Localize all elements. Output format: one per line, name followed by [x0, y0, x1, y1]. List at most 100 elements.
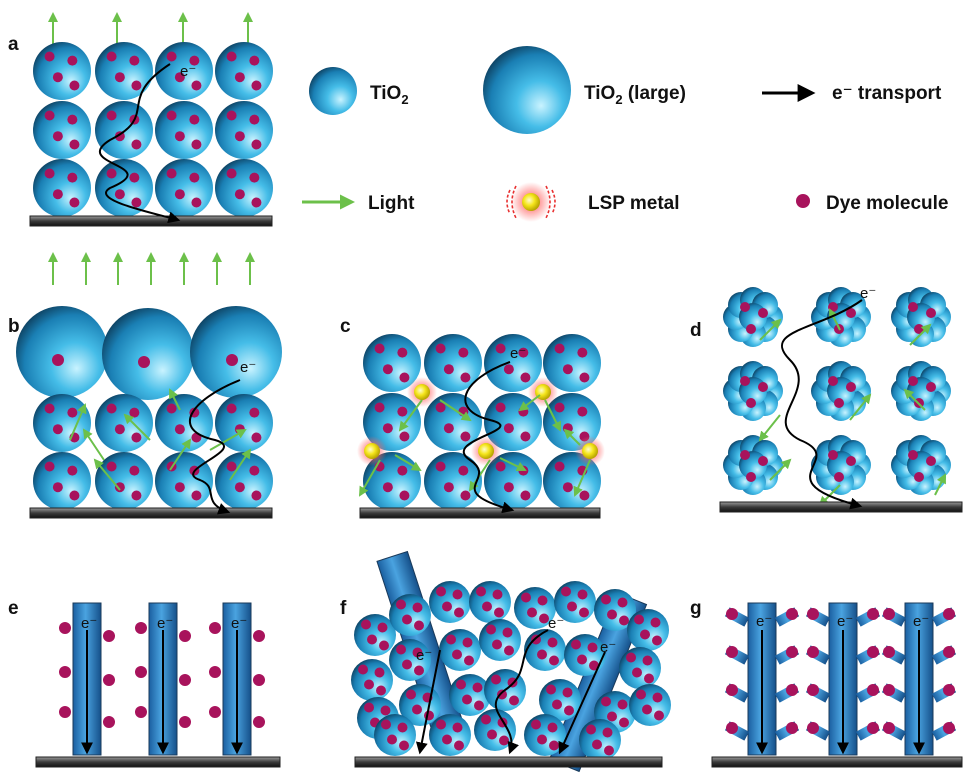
dye-molecule: [458, 347, 469, 358]
light-arrow: [359, 459, 381, 497]
dye-molecule: [828, 450, 838, 460]
dye-molecule: [234, 189, 245, 200]
dye-molecule: [564, 705, 574, 716]
dye-molecule: [106, 403, 117, 414]
dye-molecule: [577, 406, 588, 417]
dye-molecule: [644, 673, 654, 684]
dye-molecule: [253, 674, 265, 686]
light-arrow: [829, 308, 841, 331]
dye-molecule: [726, 608, 738, 620]
dye-molecule: [537, 595, 548, 606]
dye-molecule: [482, 601, 492, 612]
dye-molecule: [520, 431, 531, 442]
dye-molecule: [174, 482, 185, 493]
tio2-sphere: [33, 159, 91, 217]
dye-molecule: [758, 382, 768, 392]
tio2-sphere: [33, 101, 91, 159]
tio2-sphere: [479, 619, 521, 661]
dye-molecule: [135, 622, 147, 634]
dye-molecule: [191, 197, 202, 208]
tio2-sphere: [429, 581, 471, 623]
tio2-sphere: [95, 452, 153, 510]
dye-molecule: [746, 398, 756, 408]
panel-label-b: b: [8, 316, 20, 337]
dye-molecule: [249, 465, 260, 476]
dye-molecule: [579, 490, 590, 501]
dye-molecule: [399, 372, 410, 383]
tio2-sphere: [389, 594, 431, 636]
tio2-sphere: [629, 684, 671, 726]
dye-molecule: [442, 601, 452, 612]
dye-molecule: [642, 704, 652, 715]
dye-molecule: [67, 465, 78, 476]
dye-molecule: [503, 423, 514, 434]
dye-molecule: [867, 722, 879, 734]
dye-molecule: [406, 689, 416, 700]
dye-molecule: [549, 740, 559, 751]
dye-molecule: [867, 684, 879, 696]
dye-molecule: [436, 719, 446, 730]
dye-molecule: [554, 461, 565, 472]
dye-molecule: [131, 139, 142, 150]
lsp-metal-particle: [582, 443, 598, 459]
electron-label: e⁻: [81, 615, 97, 632]
light-arrow: [69, 403, 87, 441]
dye-molecule: [487, 729, 497, 740]
dye-molecule: [546, 684, 556, 695]
dye-molecule: [460, 490, 471, 501]
light-arrow: [439, 399, 472, 422]
dye-molecule: [908, 376, 918, 386]
panel-c: e⁻: [357, 334, 605, 519]
substrate: [359, 507, 601, 519]
tio2-sphere: [351, 659, 393, 701]
dye-molecule: [226, 354, 238, 366]
light-arrow: [849, 393, 872, 421]
dye-molecule: [758, 308, 768, 318]
light-arrow: [573, 459, 591, 497]
dye-molecule: [607, 609, 617, 620]
panel-f: e⁻e⁻e⁻: [351, 550, 671, 773]
light-arrow: [759, 318, 782, 341]
electron-path: [558, 651, 606, 755]
dye-molecule: [382, 364, 393, 375]
dye-molecule: [179, 630, 191, 642]
dye-molecule: [435, 402, 446, 413]
lsp-metal-particle: [414, 384, 430, 400]
light-arrow: [758, 414, 781, 442]
dye-molecule: [454, 740, 464, 751]
dye-molecule: [654, 710, 664, 721]
dye-molecule: [166, 403, 177, 414]
tio2-sphere: [33, 42, 91, 100]
dye-molecule: [166, 168, 177, 179]
dye-molecule: [604, 745, 614, 756]
substrate: [29, 215, 273, 227]
dye-molecule: [412, 704, 422, 715]
dye-molecule: [435, 343, 446, 354]
dye-molecule: [374, 402, 385, 413]
dye-molecule: [504, 645, 514, 656]
dye-molecule: [253, 630, 265, 642]
dye-molecule: [166, 110, 177, 121]
dye-molecule: [435, 461, 446, 472]
dye-molecule: [129, 172, 140, 183]
dye-molecule: [499, 735, 509, 746]
dye-molecule: [189, 55, 200, 66]
tio2-sphere: [579, 719, 621, 761]
tio2-sphere: [424, 452, 482, 510]
dye-molecule: [586, 724, 596, 735]
dye-molecule: [226, 403, 237, 414]
dye-molecule: [129, 407, 140, 418]
electron-label: e⁻: [510, 345, 526, 362]
electron-label: e⁻: [600, 639, 616, 656]
dye-molecule: [377, 622, 388, 633]
tio2-large-sphere: [16, 306, 108, 398]
tio2-large-sphere: [102, 308, 194, 400]
dye-molecule: [562, 687, 573, 698]
dye-molecule: [883, 608, 895, 620]
dye-molecule: [209, 622, 221, 634]
dye-molecule: [472, 682, 483, 693]
electron-path: [189, 379, 241, 515]
dye-molecule: [834, 398, 844, 408]
dye-molecule: [491, 674, 501, 685]
dye-molecule: [577, 654, 587, 665]
